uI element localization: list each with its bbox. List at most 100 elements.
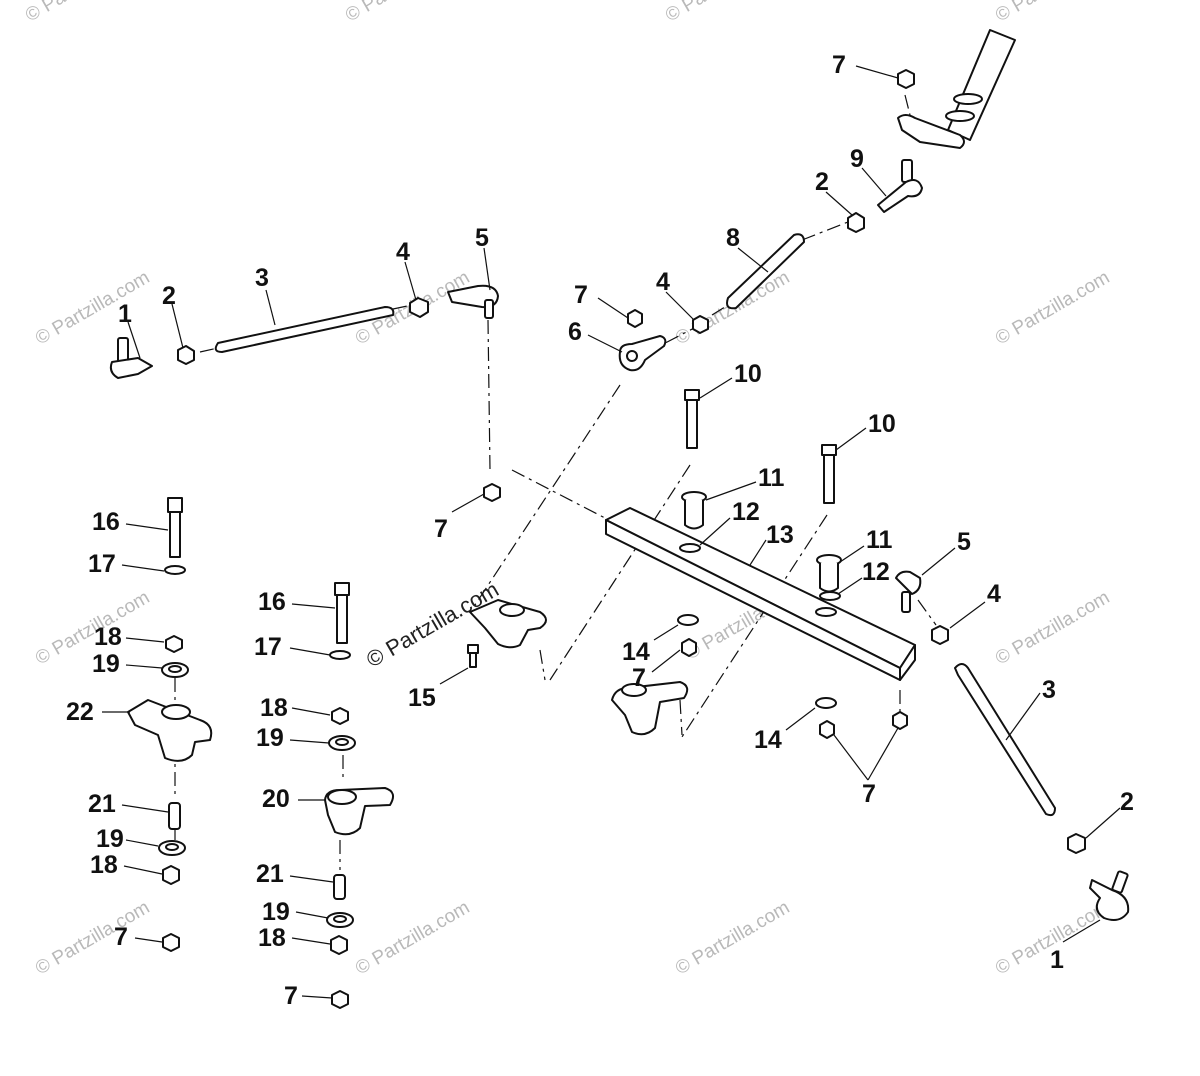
spindle-bracket-22 <box>127 699 213 762</box>
callout-17: 17 <box>88 550 116 578</box>
callout-2: 2 <box>815 168 829 196</box>
watermark: © Partzilla.com <box>32 267 153 349</box>
callout-1: 1 <box>118 300 132 328</box>
jam-nut-left-2 <box>409 297 429 318</box>
tie-rod-end-right-top <box>877 159 923 213</box>
washer-17-b <box>329 650 351 660</box>
jam-nut-right-top <box>847 212 865 233</box>
callout-7: 7 <box>862 780 876 808</box>
callout-17: 17 <box>254 633 282 661</box>
bushing-19-c <box>328 735 356 751</box>
callout-7: 7 <box>832 51 846 79</box>
callout-15: 15 <box>408 684 436 712</box>
callout-16: 16 <box>92 508 120 536</box>
nut-7-g2 <box>892 711 908 730</box>
sleeve-21-a <box>168 802 181 830</box>
callout-19: 19 <box>92 650 120 678</box>
callout-21: 21 <box>88 790 116 818</box>
callout-5: 5 <box>957 528 971 556</box>
tie-rod-end-right-bottom <box>1089 870 1130 921</box>
bushing-19-d <box>326 912 354 928</box>
callout-7: 7 <box>434 515 448 543</box>
tie-rod-end-6 <box>618 335 667 372</box>
top-nut <box>897 69 915 89</box>
callout-10: 10 <box>868 410 896 438</box>
watermark: © Partzilla.com <box>672 897 793 979</box>
leader-lines <box>102 65 1121 999</box>
o-ring-12-b <box>819 591 841 601</box>
nut-7-c <box>483 483 501 502</box>
callout-5: 5 <box>475 224 489 252</box>
jam-nut-right <box>931 625 949 645</box>
callout-7: 7 <box>632 664 646 692</box>
callout-10: 10 <box>734 360 762 388</box>
sleeve-21-b <box>333 874 346 900</box>
washer-14-a <box>677 614 699 626</box>
tie-rod-right <box>954 663 1056 817</box>
callout-18: 18 <box>94 623 122 651</box>
callout-4: 4 <box>987 580 1001 608</box>
callout-20: 20 <box>262 785 290 813</box>
cross-tube <box>605 507 916 681</box>
mount-bracket-lower <box>611 681 689 736</box>
nut-18-a <box>165 635 183 653</box>
callout-2: 2 <box>162 282 176 310</box>
callout-7: 7 <box>114 923 128 951</box>
callout-3: 3 <box>255 264 269 292</box>
bolt-16-b <box>334 582 350 644</box>
tie-rod-end-right <box>895 570 922 613</box>
nut-7-e <box>331 990 349 1009</box>
callout-18: 18 <box>260 694 288 722</box>
callout-1: 1 <box>1050 946 1064 974</box>
nut-18-b <box>162 865 180 885</box>
nut-7-f <box>681 638 697 657</box>
callout-labels: 1 2 3 4 5 7 2 9 8 7 4 6 10 10 11 12 13 1… <box>66 51 1134 1010</box>
callout-8: 8 <box>726 224 740 252</box>
washer-14-b <box>815 697 837 709</box>
callout-22: 22 <box>66 698 94 726</box>
bolt-10-a <box>684 389 700 449</box>
callout-4: 4 <box>656 268 670 296</box>
mount-bracket-center <box>469 599 547 649</box>
bolt-10-b <box>821 444 837 504</box>
tie-rod-end-left <box>109 337 153 379</box>
jam-nut-left <box>177 345 195 365</box>
callout-16: 16 <box>258 588 286 616</box>
watermark: © Partzilla.com <box>992 267 1113 349</box>
small-nut-top <box>627 309 643 328</box>
spindle-bracket-20 <box>324 787 395 836</box>
bushing-19-b <box>158 840 186 856</box>
steering-column <box>945 29 1016 141</box>
pitman-arm <box>897 114 965 149</box>
bolt-15 <box>467 644 479 668</box>
callout-18: 18 <box>258 924 286 952</box>
callout-14: 14 <box>754 726 782 754</box>
watermark: © Partzilla.com <box>992 0 1113 26</box>
callout-9: 9 <box>850 145 864 173</box>
callout-7: 7 <box>284 982 298 1010</box>
tie-rod-end-center <box>447 284 499 319</box>
drag-link <box>726 233 805 310</box>
callout-6: 6 <box>568 318 582 346</box>
nut-18-c <box>331 707 349 725</box>
nut-7-d <box>162 933 180 952</box>
watermark: © Partzilla.com <box>352 897 473 979</box>
callout-11: 11 <box>866 526 893 554</box>
callout-11: 11 <box>758 464 785 492</box>
watermark: © Partzilla.com <box>22 0 143 26</box>
callout-2: 2 <box>1120 788 1134 816</box>
watermark: © Partzilla.com <box>992 587 1113 669</box>
callout-19: 19 <box>256 724 284 752</box>
callout-4: 4 <box>396 238 410 266</box>
callout-19: 19 <box>262 898 290 926</box>
nut-18-d <box>330 935 348 955</box>
callout-19: 19 <box>96 825 124 853</box>
jam-nut-center <box>692 315 709 334</box>
callout-12: 12 <box>862 558 890 586</box>
watermark: © Partzilla.com <box>342 0 463 26</box>
bushing-19-a <box>161 662 189 678</box>
washer-17-a <box>164 565 186 575</box>
bushing-11-b <box>816 554 842 593</box>
assembly-lines <box>174 94 937 870</box>
